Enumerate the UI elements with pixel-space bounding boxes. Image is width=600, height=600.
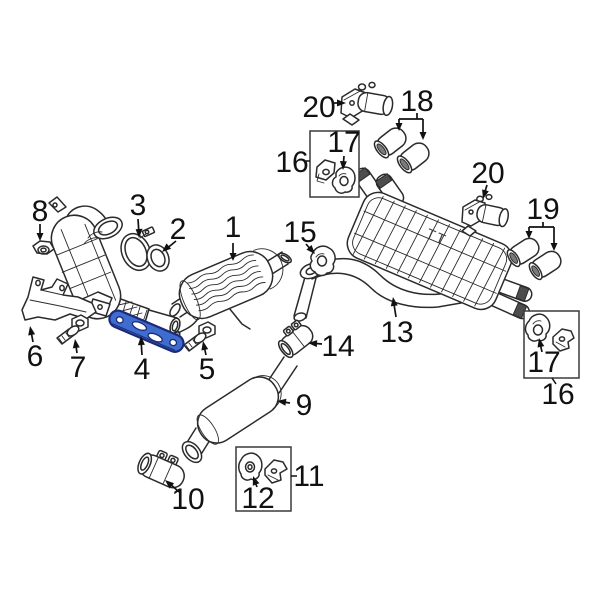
callout-9[interactable]: 9 [277, 389, 312, 422]
part-3-clamp [120, 226, 156, 272]
callout-20-top[interactable]: 20 [302, 91, 346, 124]
callout-17-top[interactable]: 17 [327, 126, 361, 170]
parts-box-11-12 [235, 446, 292, 512]
callout-20-right-label[interactable]: 20 [471, 157, 504, 190]
part-7-bolt [56, 314, 89, 345]
callout-10-label[interactable]: 10 [171, 483, 204, 516]
callout-15-label[interactable]: 15 [283, 216, 316, 249]
callout-2[interactable]: 2 [162, 213, 186, 252]
muffler-marking: TT [424, 225, 450, 248]
callout-6[interactable]: 6 [27, 326, 44, 373]
callout-7-label[interactable]: 7 [70, 351, 87, 384]
part-4-bracket-body[interactable] [107, 308, 186, 355]
part-10-clamp [137, 449, 185, 489]
part-13-pipe [293, 257, 465, 322]
callout-3-label[interactable]: 3 [130, 189, 147, 222]
part-20-valve-right [461, 193, 509, 237]
callout-14-label[interactable]: 14 [321, 330, 354, 363]
callout-19[interactable]: 19 [525, 193, 560, 251]
callout-10[interactable]: 10 [165, 480, 205, 516]
callout-6-label[interactable]: 6 [27, 340, 44, 373]
callout-11-label[interactable]: 11 [293, 460, 324, 493]
callout-18-label[interactable]: 18 [400, 85, 433, 118]
callout-1-label[interactable]: 1 [225, 211, 242, 244]
callout-16-bottom-label[interactable]: 16 [541, 378, 574, 411]
kit-box-outline-bottom [523, 310, 580, 379]
part-8-nut [32, 240, 55, 255]
rear-muffler: TT [346, 167, 533, 320]
callout-17-top-label[interactable]: 17 [327, 126, 360, 159]
callout-4-label[interactable]: 4 [134, 353, 151, 386]
callout-4[interactable]: 4 [134, 336, 151, 386]
callout-3[interactable]: 3 [130, 189, 147, 238]
part-18-tips [373, 127, 430, 174]
part-9-pipes [181, 356, 298, 464]
callout-14[interactable]: 14 [308, 330, 355, 363]
callout-20-top-label[interactable]: 20 [302, 91, 335, 124]
callout-1[interactable]: 1 [225, 211, 242, 261]
callout-5[interactable]: 5 [199, 341, 216, 386]
parts-box-16-17-top [309, 130, 360, 198]
part-20-valve-top [340, 81, 394, 126]
callout-18[interactable]: 18 [395, 85, 434, 140]
callout-11[interactable]: 11 [291, 460, 325, 493]
part-14-clamp [277, 319, 314, 359]
part-5-bolt [183, 321, 216, 352]
part-19-tips [506, 237, 562, 281]
callout-7[interactable]: 7 [70, 339, 87, 384]
part-15-hanger [309, 245, 336, 277]
part-2-gasket [146, 244, 170, 272]
callout-17-bottom[interactable]: 17 [527, 338, 561, 379]
callout-9-label[interactable]: 9 [296, 389, 313, 422]
callout-12[interactable]: 12 [241, 476, 275, 515]
callout-8-label[interactable]: 8 [32, 195, 49, 228]
callout-12-label[interactable]: 12 [241, 482, 274, 515]
callout-19-label[interactable]: 19 [526, 193, 559, 226]
callout-16-top[interactable]: 16 [275, 146, 310, 179]
part-4-bracket-highlight[interactable] [107, 308, 186, 355]
callout-17-bottom-label[interactable]: 17 [527, 346, 560, 379]
callout-13[interactable]: 13 [380, 297, 414, 349]
parts-box-16-17-bottom [523, 310, 580, 379]
callout-5-label[interactable]: 5 [199, 353, 216, 386]
part-6-bracket [21, 276, 97, 321]
part-9-muffler [196, 375, 282, 445]
callout-8[interactable]: 8 [32, 195, 49, 241]
callout-16-bottom[interactable]: 16 [541, 377, 575, 411]
callout-16-top-label[interactable]: 16 [275, 146, 308, 179]
callout-2-label[interactable]: 2 [170, 213, 187, 246]
callout-20-right[interactable]: 20 [471, 157, 505, 199]
callout-13-label[interactable]: 13 [380, 316, 413, 349]
part-1-resonator [169, 248, 292, 338]
callout-15[interactable]: 15 [283, 216, 317, 254]
